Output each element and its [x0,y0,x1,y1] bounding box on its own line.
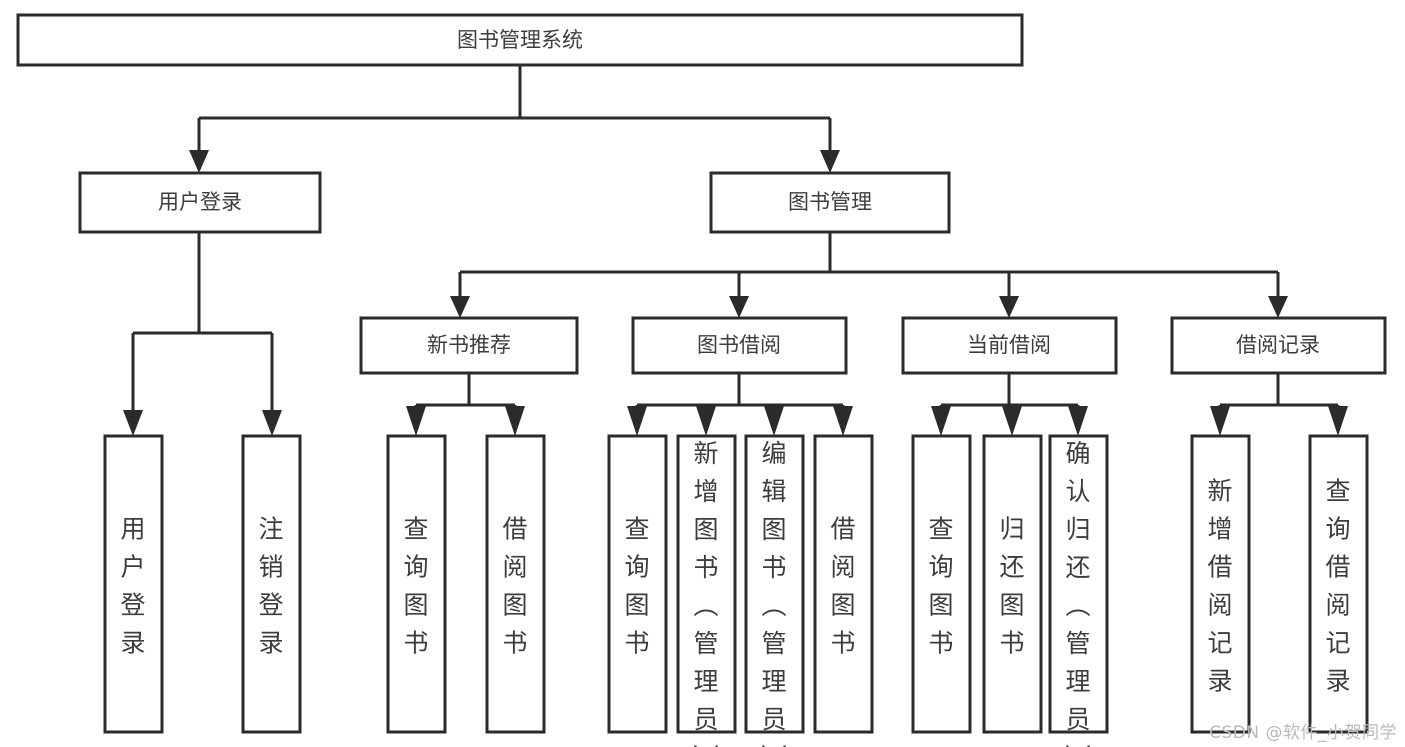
arrow-icon [123,410,143,436]
node-user-login-box[interactable] [78,171,322,234]
arrow-icon [820,150,840,173]
arrow-icon [999,296,1019,318]
node-leaf-edit-book[interactable]: 编辑图书︵管理员︶ [744,434,805,747]
node-leaf-borrow-book-2[interactable]: 借阅图书 [813,434,874,734]
node-root-label: 图书管理系统 [457,28,583,52]
nodes-layer: 图书管理系统 用户登录 图书管理 新书推荐 图书借阅 当前 [16,13,1387,747]
node-new-book-recommend[interactable]: 新书推荐 [359,316,579,375]
arrow-icon [729,296,749,318]
arrow-icon [764,406,784,436]
node-leaf-query-book-2[interactable]: 查询图书 [607,434,668,734]
node-leaf-borrow-book-2-label: 借阅图书 [830,515,855,658]
node-leaf-borrow-book-1[interactable]: 借阅图书 [485,434,546,734]
arrow-icon [505,406,525,436]
arrow-icon [262,410,282,436]
node-leaf-query-book-1-label: 查询图书 [403,515,428,658]
node-current-borrow[interactable]: 当前借阅 [901,316,1118,375]
node-leaf-query-book-2-box[interactable] [607,434,668,734]
node-leaf-borrow-book-1-box[interactable] [485,434,546,734]
node-leaf-edit-book-label: 编辑图书︵管理员︶ [761,439,786,747]
node-leaf-user-login-label: 用户登录 [120,515,145,658]
node-leaf-add-record-label: 新增借阅记录 [1207,477,1232,696]
node-leaf-query-record[interactable]: 查询借阅记录 [1308,434,1369,734]
node-leaf-edit-book-box[interactable] [744,434,805,734]
arrow-icon [1210,406,1230,436]
arrow-icon [931,406,951,436]
node-leaf-return-book-box[interactable] [982,434,1043,734]
node-leaf-borrow-book-1-label: 借阅图书 [502,515,527,658]
node-leaf-query-book-3-box[interactable] [911,434,972,734]
node-leaf-user-logout-box[interactable] [241,434,302,734]
node-leaf-query-book-1-box[interactable] [386,434,447,734]
node-leaf-return-book-label: 归还图书 [999,515,1024,658]
arrow-icon [1002,406,1022,436]
node-new-book-recommend-label: 新书推荐 [427,333,511,357]
arrow-icon [189,150,209,173]
arrow-icon [450,296,470,318]
node-leaf-add-book-box[interactable] [676,434,737,734]
node-borrow-record-label: 借阅记录 [1236,333,1320,357]
node-leaf-query-record-box[interactable] [1308,434,1369,734]
node-leaf-add-record[interactable]: 新增借阅记录 [1190,434,1251,734]
node-leaf-confirm-return-label: 确认归还︵管理员︶ [1065,439,1090,747]
node-leaf-user-login-box[interactable] [103,434,164,734]
node-leaf-confirm-return-box[interactable] [1048,434,1109,734]
node-current-borrow-label: 当前借阅 [967,333,1051,357]
node-leaf-query-book-3[interactable]: 查询图书 [911,434,972,734]
node-leaf-query-book-2-label: 查询图书 [624,515,649,658]
node-leaf-add-book[interactable]: 新增图书︵管理员︶ [676,434,737,747]
arrow-icon [1328,406,1348,436]
node-root-box[interactable] [16,13,1024,67]
node-user-login-label: 用户登录 [158,190,242,214]
node-current-borrow-box[interactable] [901,316,1118,375]
arrow-icon [696,406,716,436]
node-borrow-record-box[interactable] [1170,316,1387,375]
node-book-manage-box[interactable] [709,171,951,234]
node-leaf-user-logout[interactable]: 注销登录 [241,434,302,734]
node-book-manage[interactable]: 图书管理 [709,171,951,234]
arrow-icon [1068,406,1088,436]
arrow-icon [1268,296,1288,318]
node-leaf-confirm-return[interactable]: 确认归还︵管理员︶ [1048,434,1109,747]
node-leaf-query-book-3-label: 查询图书 [928,515,953,658]
node-user-login[interactable]: 用户登录 [78,171,322,234]
node-leaf-user-logout-label: 注销登录 [258,515,283,658]
node-book-manage-label: 图书管理 [788,190,872,214]
node-borrow-record[interactable]: 借阅记录 [1170,316,1387,375]
node-book-borrow-label: 图书借阅 [697,333,781,357]
node-leaf-query-record-label: 查询借阅记录 [1325,477,1350,696]
node-leaf-add-record-box[interactable] [1190,434,1251,734]
arrow-icon [833,406,853,436]
arrow-icon [627,406,647,436]
node-root[interactable]: 图书管理系统 [16,13,1024,67]
node-leaf-user-login[interactable]: 用户登录 [103,434,164,734]
node-leaf-borrow-book-2-box[interactable] [813,434,874,734]
node-leaf-return-book[interactable]: 归还图书 [982,434,1043,734]
node-book-borrow[interactable]: 图书借阅 [631,316,848,375]
node-leaf-query-book-1[interactable]: 查询图书 [386,434,447,734]
arrow-icon [406,406,426,436]
node-new-book-recommend-box[interactable] [359,316,579,375]
arrowheads-layer [123,150,1348,436]
node-book-borrow-box[interactable] [631,316,848,375]
node-leaf-add-book-label: 新增图书︵管理员︶ [693,439,718,747]
